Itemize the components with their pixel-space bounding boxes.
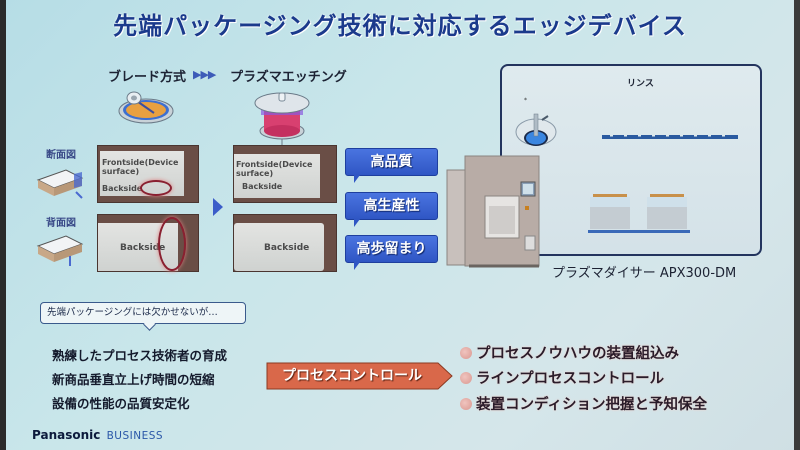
rinse-nozzle-icon: *	[515, 97, 557, 146]
rinse-title: リンス	[627, 79, 654, 89]
brand-logo: Panasonic BUSINESS	[32, 428, 164, 442]
blade-dicing-icon	[118, 91, 174, 124]
arrow-shape-icon	[266, 362, 453, 390]
benefit-high-quality: 高品質	[345, 148, 438, 183]
photo-blade-cross-section: Frontside(Device surface) Backside	[97, 145, 199, 203]
view-label-cross-section: 断面図	[46, 150, 76, 161]
challenge-item: 新商品垂直立上げ時間の短縮	[52, 372, 215, 387]
plasma-dicer-machine-image	[446, 155, 540, 268]
defect-highlight-ring	[158, 217, 186, 271]
method-before-label: ブレード方式	[108, 70, 187, 85]
view-label-back: 背面図	[46, 218, 76, 229]
defect-highlight-ring	[140, 180, 172, 196]
slide-title: 先端パッケージング技術に対応するエッジデバイス	[113, 12, 687, 40]
chip-cross-section-icon	[36, 169, 84, 199]
rinse-process-panel: リンス *	[500, 64, 762, 256]
challenge-note-callout: 先端パッケージングには欠かせないが…	[40, 302, 246, 324]
benefit-high-yield: 高歩留まり	[345, 235, 438, 270]
plasma-etching-icon	[254, 92, 310, 145]
process-control-label: プロセスコントロール	[282, 368, 422, 384]
solution-feature: プロセスノウハウの装置組込み	[460, 342, 679, 363]
process-control-arrow: プロセスコントロール	[266, 362, 454, 390]
triple-arrow-icon: ▶▶▶	[193, 68, 216, 81]
solution-feature: ラインプロセスコントロール	[460, 367, 664, 388]
screen-bezel-right	[794, 0, 800, 450]
compare-arrow-icon	[213, 198, 223, 216]
photo-plasma-back-view: Backside	[233, 214, 337, 272]
bullet-dot-icon	[460, 371, 472, 384]
photo-plasma-cross-section: Frontside(Device surface) Backside	[233, 145, 337, 203]
solution-feature: 装置コンディション把握と予知保全	[460, 393, 707, 414]
bullet-dot-icon	[460, 346, 472, 359]
chip-back-view-icon	[36, 235, 84, 266]
benefit-high-productivity: 高生産性	[345, 192, 438, 227]
svg-text:*: *	[524, 97, 527, 104]
photo-blade-back-view: Backside	[97, 214, 199, 272]
diced-chips-icon	[588, 194, 690, 233]
wafer-line-icon	[602, 135, 738, 139]
method-after-label: プラズマエッチング	[230, 70, 347, 85]
bullet-dot-icon	[460, 397, 472, 410]
challenge-item: 設備の性能の品質安定化	[52, 396, 190, 411]
challenge-item: 熟練したプロセス技術者の育成	[52, 348, 228, 363]
screen-bezel-left	[0, 0, 6, 450]
product-model-label: プラズマダイサー APX300-DM	[552, 266, 737, 281]
